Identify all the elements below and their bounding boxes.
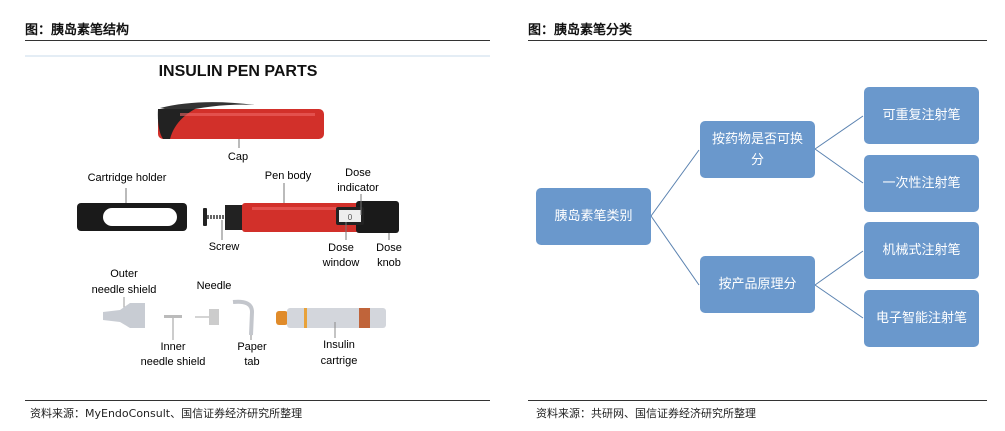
label-dose-window-2: window [322,257,360,269]
label-cap: Cap [228,151,248,163]
screw-icon [203,208,225,226]
paper-tab-icon [232,299,255,336]
figure-heading: INSULIN PEN PARTS [159,63,318,80]
dose-value: 0 [348,213,353,222]
right-source-rule [528,400,987,401]
label-paper-tab-1: Paper [237,341,267,353]
label-insulin-cartridge-2: cartrige [321,355,358,367]
connector [814,115,864,150]
outer-needle-shield-icon [103,303,145,328]
left-source-rule [25,400,490,401]
connector [650,215,700,286]
label-pen-body: Pen body [265,170,312,182]
label-insulin-cartridge-1: Insulin [323,339,355,351]
label-screw: Screw [209,241,240,253]
leaf-node: 机械式注射笔 [864,222,979,279]
needle-icon [195,309,219,325]
label-dose-knob-1: Dose [376,242,402,254]
connector [814,250,864,286]
leaf-node: 一次性注射笔 [864,155,979,212]
leaf-node: 可重复注射笔 [864,87,979,144]
insulin-pen-illustration: INSULIN PEN PARTS Cap Cartridge holder S… [25,55,490,368]
label-dose-indicator-1: Dose [345,167,371,179]
insulin-cartridge-icon [276,308,386,328]
tree-root-node: 胰岛素笔类别 [536,188,651,245]
leaf-node: 电子智能注射笔 [864,290,979,347]
label-outer-shield-1: Outer [110,268,138,280]
connector [814,284,864,319]
label-cartridge-holder: Cartridge holder [88,172,167,184]
right-source-note: 资料来源：共研网、国信证券经济研究所整理 [536,407,756,420]
top-band [25,55,490,57]
label-outer-shield-2: needle shield [92,284,157,296]
dose-knob-icon [356,201,399,233]
cap-icon [157,102,324,139]
label-inner-shield-2: needle shield [141,356,206,368]
left-figure-title: 图：胰岛素笔结构 [25,23,130,38]
branch-node-replaceable: 按药物是否可换分 [700,121,815,178]
connector [814,148,864,184]
label-dose-knob-2: knob [377,257,401,269]
connector [650,149,700,217]
left-title-rule [25,40,490,41]
pen-body-icon: 0 [225,201,399,233]
inner-needle-shield-icon [164,315,182,318]
label-dose-window-1: Dose [328,242,354,254]
label-needle: Needle [197,280,232,292]
branch-node-principle: 按产品原理分 [700,256,815,313]
label-paper-tab-2: tab [244,356,259,368]
label-dose-indicator-2: indicator [337,182,379,194]
label-inner-shield-1: Inner [160,341,185,353]
cartridge-holder-icon [77,203,187,231]
right-title-rule [528,40,987,41]
left-source-note: 资料来源：MyEndoConsult、国信证券经济研究所整理 [30,407,303,420]
right-figure-title: 图：胰岛素笔分类 [528,23,633,38]
